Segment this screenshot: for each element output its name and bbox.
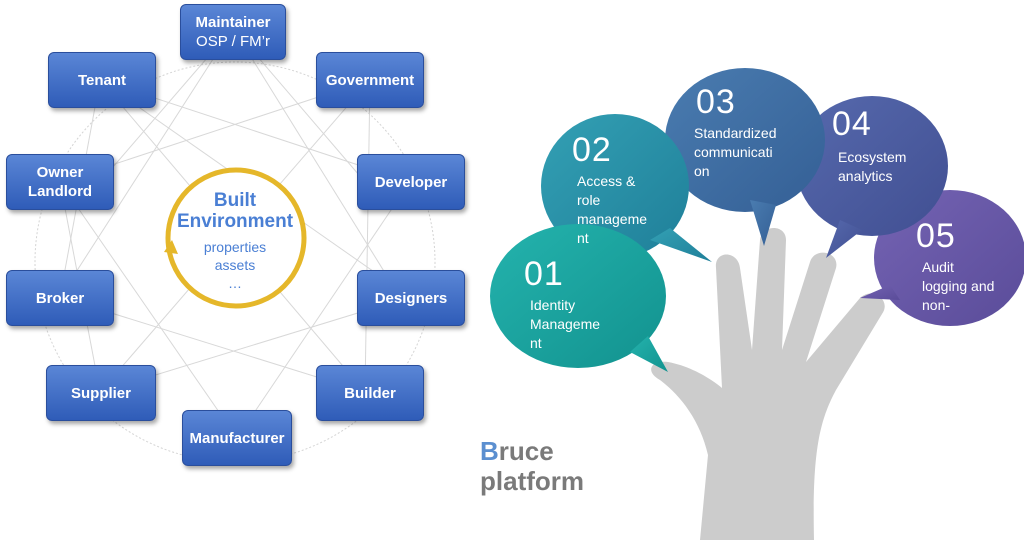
bubble-05-line: logging and (922, 278, 995, 294)
node-builder-label: Builder (344, 384, 396, 402)
node-owner-landlord-line1: Owner (36, 164, 84, 181)
bubble-05-line: non- (922, 297, 951, 313)
node-broker-label: Broker (35, 289, 85, 307)
bubble-01-number: 01 (524, 255, 564, 293)
hub-title-line1: Built (213, 190, 257, 211)
hub-items: properties assets … (160, 238, 310, 292)
node-government-label: Government (325, 71, 415, 89)
bubble-04-line: Ecosystem (838, 149, 907, 165)
node-manufacturer-label: Manufacturer (189, 429, 285, 447)
hub-item-properties: properties (203, 239, 267, 255)
node-builder: Builder (316, 365, 424, 421)
bubble-02-line: Access & (577, 173, 636, 189)
hub-item-assets: assets (214, 257, 256, 273)
hub-title: Built Environment (160, 190, 310, 232)
bubble-05-line: Audit (922, 259, 954, 275)
node-owner-landlord: Owner Landlord (6, 154, 114, 210)
bubble-01: 01 Identity Manageme nt (524, 256, 600, 353)
bubble-03-line: Standardized (694, 125, 777, 141)
bubble-04: 04 Ecosystem analytics (832, 106, 906, 186)
brand-title: Bruce platform (480, 436, 584, 496)
node-tenant-label: Tenant (77, 71, 127, 89)
node-tenant: Tenant (48, 52, 156, 108)
node-designers: Designers (357, 270, 465, 326)
bubble-02-line: manageme (577, 211, 648, 227)
bubble-02-desc: Access & role manageme nt (577, 172, 647, 248)
brand-accent-letter: B (480, 436, 499, 466)
bubble-05-number: 05 (916, 217, 956, 255)
bubble-04-number: 04 (832, 105, 872, 143)
bubble-02: 02 Access & role manageme nt (572, 132, 647, 248)
bubble-03-line: on (694, 163, 710, 179)
hub-item-more: … (228, 275, 242, 291)
hub-ring-arrow (164, 240, 178, 254)
hub-title-line2: Environment (176, 211, 294, 232)
bubble-02-line: role (577, 192, 601, 208)
node-designers-label: Designers (374, 289, 448, 307)
bubble-05-desc: Audit logging and non- (922, 258, 994, 315)
node-developer-label: Developer (374, 173, 448, 191)
bubble-03-desc: Standardized communicati on (694, 124, 777, 181)
node-government: Government (316, 52, 424, 108)
node-owner-landlord-line2: Landlord (27, 183, 93, 200)
node-developer: Developer (357, 154, 465, 210)
bubble-03-shape (665, 68, 825, 246)
bubble-01-shape (490, 224, 668, 372)
bubble-01-desc: Identity Manageme nt (530, 296, 600, 353)
bubble-01-line: nt (530, 335, 542, 351)
bubble-02-number: 02 (572, 131, 612, 169)
bubble-03-line: communicati (694, 144, 773, 160)
node-manufacturer: Manufacturer (182, 410, 292, 466)
bubble-01-line: Manageme (530, 316, 601, 332)
brand-line1: Bruce (480, 436, 584, 466)
outer-circle (34, 61, 436, 463)
bubble-02-line: nt (577, 230, 589, 246)
bubble-04-desc: Ecosystem analytics (838, 148, 906, 186)
bubble-05: 05 Audit logging and non- (916, 218, 994, 315)
bubble-04-shape (796, 96, 948, 258)
bubble-02-shape (541, 114, 712, 262)
node-broker: Broker (6, 270, 114, 326)
bubble-04-line: analytics (838, 168, 893, 184)
node-maintainer-line2: OSP / FM’r (196, 33, 270, 50)
brand-line2: platform (480, 466, 584, 496)
bubble-01-line: Identity (530, 297, 576, 313)
node-maintainer: Maintainer OSP / FM’r (180, 4, 286, 60)
node-supplier: Supplier (46, 365, 156, 421)
hub-ring (165, 167, 307, 309)
bubble-03-number: 03 (696, 83, 736, 121)
node-maintainer-line1: Maintainer (195, 14, 271, 31)
brand-line1-rest: ruce (498, 436, 554, 466)
node-supplier-label: Supplier (70, 384, 131, 402)
hand-shape (651, 228, 885, 540)
bubble-03: 03 Standardized communicati on (694, 84, 777, 181)
